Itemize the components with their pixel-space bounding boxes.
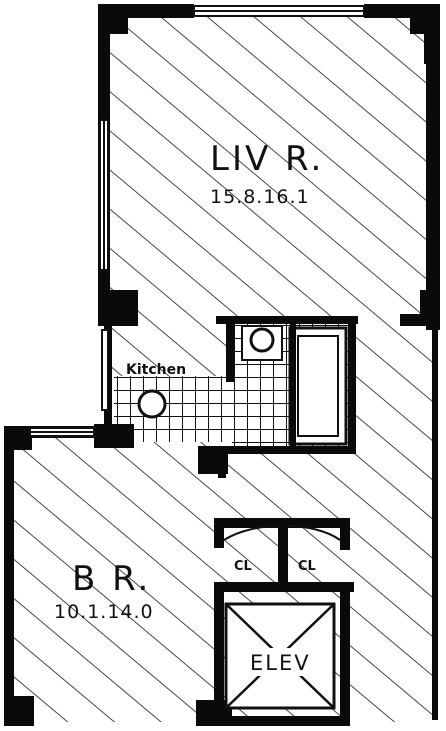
bedroom-label: B R. [72,559,151,599]
stove-burner-icon [137,389,167,419]
toilet-icon [249,327,275,353]
living-room-label: LIV R. [210,139,324,179]
closet-left-label: CL [234,559,252,574]
closet-right-label: CL [298,559,316,574]
closet-shelves [223,525,341,541]
elevator-shaft [224,602,336,710]
kitchen-label: Kitchen [126,362,186,378]
walls [4,4,440,726]
elevator-label: ELEV [250,651,311,675]
bedroom-dimensions: 10.1.14.0 [54,601,154,623]
windows [29,5,365,437]
living-room-dimensions: 15.8.16.1 [210,186,310,208]
